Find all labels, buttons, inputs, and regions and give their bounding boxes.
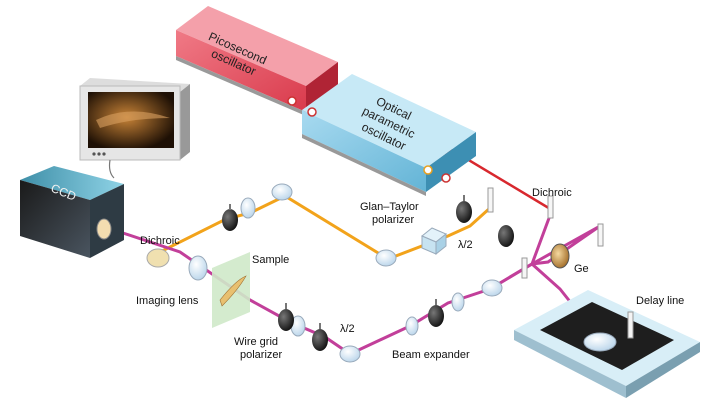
waveplate-right [456, 201, 472, 223]
mirror-top-right [487, 187, 494, 213]
ccd-camera: CCD [20, 166, 124, 258]
beam-expander-lens-2 [451, 292, 465, 312]
label-ge: Ge [574, 263, 589, 275]
lens-upper-left [240, 197, 256, 219]
mirror-upper-left [222, 209, 238, 231]
dichroic-left [146, 248, 170, 268]
label-delay-line: Delay line [636, 295, 684, 307]
ge-filter [550, 243, 570, 269]
delay-line-stage [514, 290, 700, 398]
lens-glan [375, 249, 397, 267]
label-half-wave-left: λ/2 [340, 323, 355, 335]
sample [212, 252, 250, 328]
label-sample: Sample [252, 254, 289, 266]
label-dichroic-right: Dichroic [532, 187, 572, 199]
wire-grid-polarizer [278, 309, 294, 331]
monitor-cable [108, 159, 115, 179]
beam-expander-lens-1 [405, 316, 419, 336]
opo-box: Optical parametric oscillator [302, 74, 476, 196]
delay-mirror [627, 311, 634, 339]
picosecond-oscillator-box: Picosecond oscillator [176, 6, 338, 116]
mirror-far-right [597, 223, 604, 247]
lens-bottom [339, 345, 361, 363]
imaging-lens [188, 255, 208, 281]
lens-right [481, 279, 503, 297]
dichroic-right-plate [547, 195, 554, 219]
waveplate-left [312, 329, 328, 351]
ccd-aperture [96, 218, 112, 240]
mirror-beam-expander [428, 305, 444, 327]
delay-retroreflector [583, 332, 617, 352]
mirror-ge-left [521, 257, 528, 279]
mirror-dichroic-right [498, 225, 514, 247]
label-glan-taylor-1: Glan–Taylor [360, 201, 419, 213]
label-wire-grid-1: Wire grid [234, 336, 278, 348]
monitor [79, 78, 190, 179]
laser-output-port [287, 96, 297, 106]
label-half-wave-right: λ/2 [458, 239, 473, 251]
label-imaging-lens: Imaging lens [136, 295, 199, 307]
label-glan-taylor-2: polarizer [372, 214, 415, 226]
glan-taylor-polarizer [421, 227, 447, 256]
label-wire-grid-2: polarizer [240, 349, 283, 361]
opo-output-port-pump [441, 173, 451, 183]
opo-input-port [307, 107, 317, 117]
opo-output-port-signal [423, 165, 433, 175]
lens-upper-right [271, 183, 293, 201]
label-dichroic-left: Dichroic [140, 235, 180, 247]
label-beam-expander: Beam expander [392, 349, 470, 361]
